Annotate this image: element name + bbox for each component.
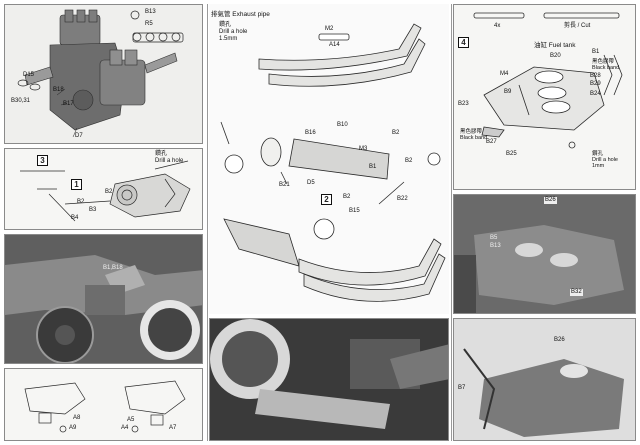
- tank-photo-bottom-render: [454, 319, 635, 440]
- right-column: 4 油缸 Fuel tank 4x 剪長 / Cut B20 M4 B9 B1 …: [453, 0, 636, 445]
- tape-label-cut: 剪長 / Cut: [564, 23, 591, 29]
- label-b18: B18: [53, 87, 64, 93]
- fuel-tank-title: 油缸 Fuel tank: [534, 42, 576, 49]
- label-b28: B28: [590, 73, 601, 79]
- exhaust-title: 排氣管 Exhaust pipe: [211, 11, 270, 18]
- column-divider-left: [207, 4, 208, 441]
- label-b2-a: B2: [105, 189, 113, 195]
- photo-label-b5: B5: [490, 235, 498, 241]
- label-b2-b: B2: [77, 199, 85, 205]
- label-b2-mid-a: B2: [392, 130, 400, 136]
- label-b30-31: B30,31: [11, 98, 31, 104]
- engine-illustration: [17, 9, 184, 138]
- exhaust-illustration-area: 排氣管 Exhaust pipe 鑽孔 Drill a hole 1.5mm: [209, 4, 449, 314]
- drill-note-exhaust: 鑽孔 Drill a hole 1.5mm: [219, 22, 248, 42]
- label-m2: M2: [325, 26, 334, 32]
- frame-photo: B1,B18: [4, 234, 203, 364]
- photo-label-b13: B13: [490, 243, 501, 249]
- label-b22: B22: [397, 196, 408, 202]
- label-b25: B25: [506, 151, 517, 157]
- label-b17: B17: [63, 101, 74, 107]
- photo-label-b7: B7: [458, 385, 466, 391]
- label-a7: A7: [169, 425, 177, 431]
- label-d15: D15: [23, 72, 35, 78]
- label-b27: B27: [486, 139, 497, 145]
- label-b3: B3: [89, 207, 97, 213]
- label-b29: B29: [590, 81, 601, 87]
- label-b16: B16: [305, 130, 316, 136]
- photo-label-b26-bottom: B26: [554, 337, 565, 343]
- label-b10: B10: [337, 122, 348, 128]
- label-m4: M4: [500, 71, 509, 77]
- fuel-tank-panel: 4 油缸 Fuel tank 4x 剪長 / Cut B20 M4 B9 B1 …: [453, 4, 636, 190]
- bottom-steps-panel: A8 A9 A5 A4 A7: [4, 368, 203, 441]
- label-r5: R5: [145, 21, 153, 27]
- step-number-2: 2: [321, 194, 332, 205]
- tank-photo-top: B5 B13 B32 B26: [453, 194, 636, 314]
- photo-label-b26-top: B26: [544, 197, 557, 204]
- label-b13: B13: [145, 9, 156, 15]
- label-b24: B24: [590, 91, 601, 97]
- label-m3: M3: [359, 146, 368, 152]
- frame-photo-render: [5, 235, 202, 363]
- left-column: B13 R5 D15 B30,31 B18 B17 D7 3 1 B4 B3 B…: [0, 0, 206, 445]
- photo-label-b1-b18: B1,B18: [103, 265, 123, 271]
- exhaust-photo-render: [210, 319, 448, 440]
- tank-photo-bottom: B26 B7: [453, 318, 636, 441]
- label-b21: B21: [279, 182, 290, 188]
- fuel-tank-drawing: [473, 12, 623, 149]
- photo-label-b32: B32: [570, 289, 583, 296]
- label-d7: D7: [75, 133, 83, 139]
- label-a14: A14: [329, 42, 340, 48]
- label-a9: A9: [69, 425, 77, 431]
- label-b15: B15: [349, 208, 360, 214]
- label-b23: B23: [458, 101, 469, 107]
- label-a8: A8: [73, 415, 81, 421]
- step-number-1: 1: [71, 179, 82, 190]
- tape-label-4x: 4x: [494, 23, 501, 29]
- label-b2-mid-c: B2: [343, 194, 351, 200]
- frame-illustration: [20, 160, 191, 222]
- black-band-top: 黑色膠帶 Black band: [592, 59, 620, 71]
- label-a4: A4: [121, 425, 129, 431]
- label-b1-tank: B1: [592, 49, 600, 55]
- label-b9: B9: [504, 89, 512, 95]
- step-number-4: 4: [458, 37, 469, 48]
- frame-steps-panel: 3 1 B4 B3 B2 B2 鑽孔 Drill a hole: [4, 148, 203, 230]
- label-b20: B20: [550, 53, 561, 59]
- label-b1-mid: B1: [369, 164, 377, 170]
- exhaust-photo: [209, 318, 449, 441]
- label-b4: B4: [71, 215, 79, 221]
- drill-note-left: 鑽孔 Drill a hole: [155, 151, 184, 164]
- engine-panel: B13 R5 D15 B30,31 B18 B17 D7: [4, 4, 203, 144]
- label-d5: D5: [307, 180, 315, 186]
- bottom-illustration: [24, 380, 186, 433]
- label-a5: A5: [127, 417, 135, 423]
- tank-photo-top-render: [454, 195, 635, 313]
- step-number-3: 3: [37, 155, 48, 166]
- column-divider-right: [451, 4, 452, 441]
- middle-column: 排氣管 Exhaust pipe 鑽孔 Drill a hole 1.5mm: [209, 0, 449, 445]
- label-b2-mid-b: B2: [405, 158, 413, 164]
- drill-note-tank: 鑽孔 Drill a hole 1mm: [592, 151, 618, 169]
- black-band-left: 黑色膠帶 Black band: [460, 129, 488, 141]
- exhaust-pipe-drawing: [220, 23, 446, 302]
